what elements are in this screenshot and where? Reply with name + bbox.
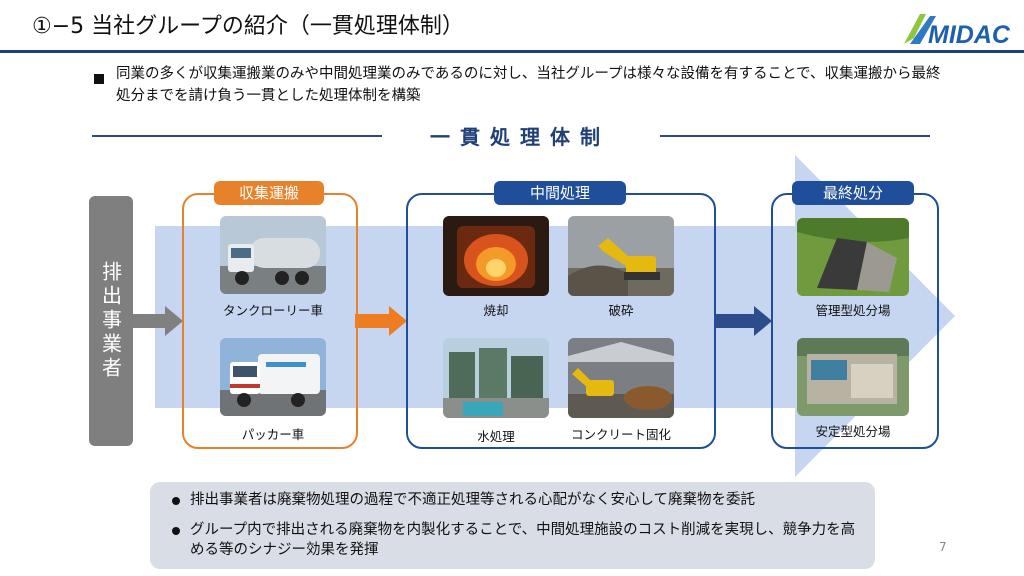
packer-truck-photo [220, 338, 326, 416]
midac-logo: MIDAC [904, 14, 1011, 48]
caption-crushing: 破砕 [608, 303, 634, 318]
stable-landfill-photo [797, 338, 909, 416]
water-treatment-photo [443, 338, 549, 418]
diagram-heading: 一貫処理体制 [430, 125, 610, 149]
heading-line-right [660, 135, 930, 137]
heading-line-left [92, 135, 382, 137]
emitter-box: 排出事業者 [89, 196, 133, 446]
caption-concrete-solidification: コンクリート固化 [570, 427, 671, 442]
arrow-emitter-to-collection [133, 306, 183, 336]
intro-bullet-square [94, 74, 104, 84]
summary-bullet-2: グループ内で排出される廃棄物を内製化することで、中間処理施設のコスト削減を実現し… [190, 522, 856, 558]
page-number: 7 [939, 540, 947, 554]
crushing-excavator-photo [568, 216, 674, 296]
logo-text: MIDAC [928, 21, 1011, 48]
page-title: ①−5 当社グループの紹介（一貫処理体制） [32, 14, 464, 39]
caption-managed-landfill: 管理型処分場 [815, 303, 891, 318]
caption-tank-truck: タンクローリー車 [222, 303, 323, 318]
managed-landfill-photo [797, 218, 909, 296]
caption-packer-truck: パッカー車 [241, 427, 305, 442]
emitter-label: 排出事業者 [98, 261, 123, 381]
summary-box: 排出事業者は廃棄物処理の過程で不適正処理等される心配がなく安心して廃棄物を委託 … [150, 482, 875, 569]
summary-bullet-dot [172, 497, 180, 505]
stage-label-collection: 収集運搬 [214, 181, 324, 205]
arrow-collection-to-intermediate [355, 306, 407, 336]
stage-label-final: 最終処分 [792, 181, 914, 205]
caption-water-treatment: 水処理 [477, 429, 515, 444]
incinerator-photo [443, 216, 549, 296]
caption-incineration: 焼却 [483, 303, 509, 318]
caption-stable-landfill: 安定型処分場 [815, 424, 891, 439]
arrow-intermediate-to-final [714, 306, 772, 336]
concrete-solidification-photo [568, 338, 674, 418]
tank-truck-photo [220, 216, 326, 294]
summary-bullet-1: 排出事業者は廃棄物処理の過程で不適正処理等される心配がなく安心して廃棄物を委託 [190, 492, 756, 508]
summary-bullet-dot [172, 527, 180, 535]
title-underline [0, 50, 1024, 53]
stage-label-intermediate: 中間処理 [494, 181, 626, 205]
intro-text: 同業の多くが収集運搬業のみや中間処理業のみであるのに対し、当社グループは様々な設… [116, 66, 941, 104]
